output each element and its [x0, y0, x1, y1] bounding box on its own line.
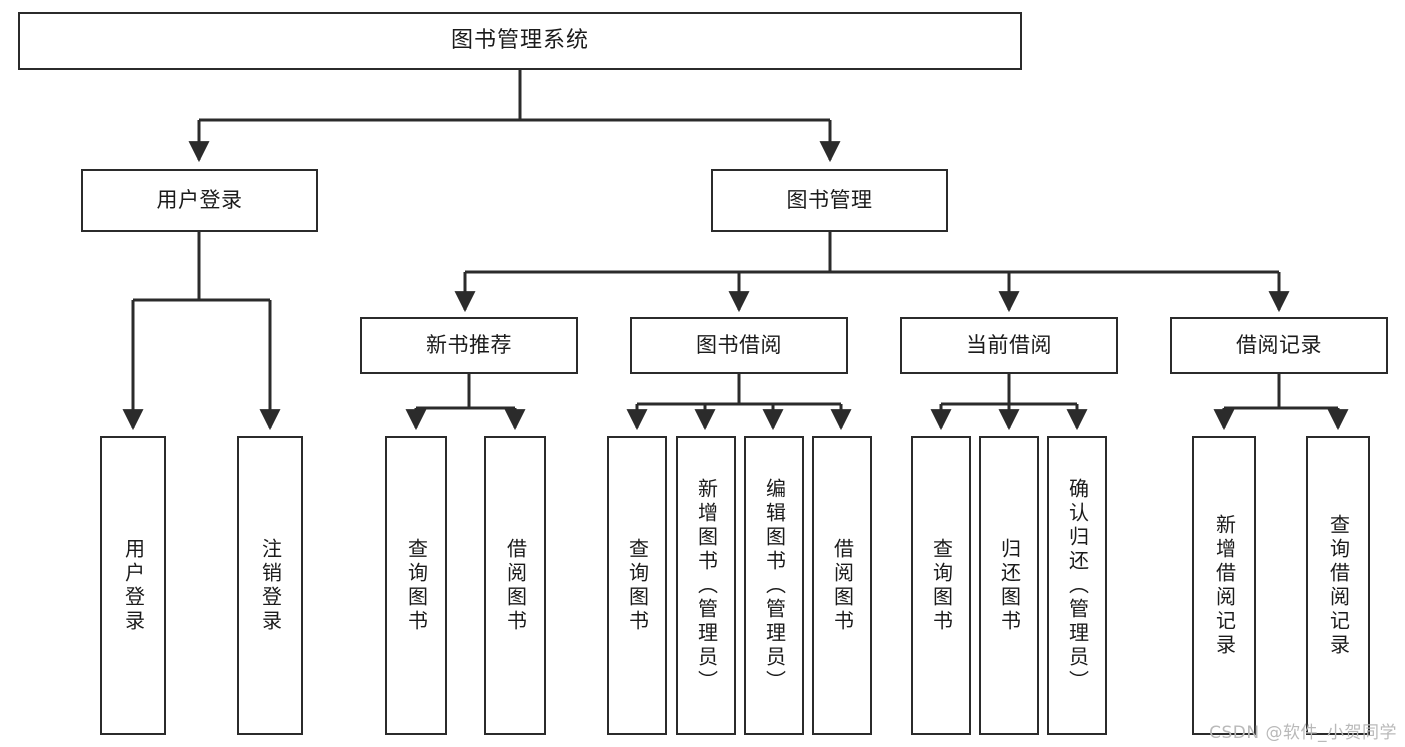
- leaf-user-login-login[interactable]: 用户登录: [100, 436, 166, 735]
- leaf-borrow-query-book[interactable]: 查询图书: [607, 436, 667, 735]
- leaf-user-login-logout[interactable]: 注销登录: [237, 436, 303, 735]
- node-label: 查询图书: [625, 537, 650, 634]
- node-label: 用户登录: [121, 537, 146, 634]
- node-book-management[interactable]: 图书管理: [711, 169, 948, 232]
- node-book-borrow[interactable]: 图书借阅: [630, 317, 848, 374]
- node-label: 归还图书: [997, 537, 1022, 634]
- node-label: 当前借阅: [966, 333, 1052, 358]
- node-label: 查询借阅记录: [1326, 513, 1351, 658]
- leaf-record-add-record[interactable]: 新增借阅记录: [1192, 436, 1256, 735]
- node-label: 新增借阅记录: [1212, 513, 1237, 658]
- leaf-current-return-book[interactable]: 归还图书: [979, 436, 1039, 735]
- node-label: 编辑图书（管理员）: [762, 477, 787, 694]
- leaf-borrow-edit-book-admin[interactable]: 编辑图书（管理员）: [744, 436, 804, 735]
- node-label: 借阅图书: [503, 537, 528, 634]
- leaf-new-book-borrow[interactable]: 借阅图书: [484, 436, 546, 735]
- leaf-current-confirm-return-admin[interactable]: 确认归还（管理员）: [1047, 436, 1107, 735]
- node-label: 查询图书: [404, 537, 429, 634]
- leaf-record-query-record[interactable]: 查询借阅记录: [1306, 436, 1370, 735]
- csdn-watermark: CSDN @软件_小贺同学: [1209, 723, 1397, 743]
- node-label: 注销登录: [258, 537, 283, 634]
- leaf-borrow-borrow-book[interactable]: 借阅图书: [812, 436, 872, 735]
- node-label: 查询图书: [929, 537, 954, 634]
- node-label: 新增图书（管理员）: [694, 477, 719, 694]
- leaf-current-query-book[interactable]: 查询图书: [911, 436, 971, 735]
- node-label: 图书借阅: [696, 333, 782, 358]
- node-label: 用户登录: [156, 188, 243, 213]
- node-user-login[interactable]: 用户登录: [81, 169, 318, 232]
- node-root-system[interactable]: 图书管理系统: [18, 12, 1022, 70]
- node-label: 借阅记录: [1236, 333, 1322, 358]
- node-label: 图书管理系统: [450, 28, 589, 54]
- node-label: 借阅图书: [830, 537, 855, 634]
- node-label: 图书管理: [786, 188, 873, 213]
- node-borrow-record[interactable]: 借阅记录: [1170, 317, 1388, 374]
- leaf-borrow-add-book-admin[interactable]: 新增图书（管理员）: [676, 436, 736, 735]
- node-current-borrow[interactable]: 当前借阅: [900, 317, 1118, 374]
- node-label: 新书推荐: [426, 333, 512, 358]
- node-label: 确认归还（管理员）: [1065, 477, 1090, 694]
- leaf-new-book-query[interactable]: 查询图书: [385, 436, 447, 735]
- node-new-book-recommend[interactable]: 新书推荐: [360, 317, 578, 374]
